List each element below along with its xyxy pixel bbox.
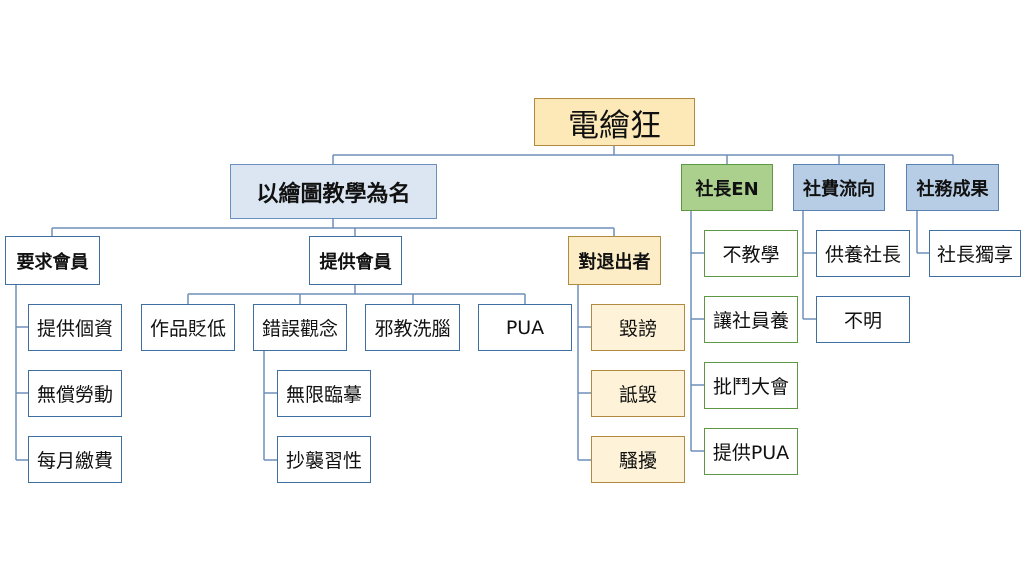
main-branch-node: 以繪圖教學為名: [230, 164, 437, 219]
recruit-item: 提供個資: [28, 304, 122, 351]
wrong-concept-item: 抄襲習性: [277, 436, 371, 483]
wrong-concept-item: 無限臨摹: [277, 370, 371, 417]
president-item: 讓社員養: [704, 296, 798, 343]
recruit-node: 要求會員: [5, 236, 100, 285]
offer-item: 邪教洗腦: [365, 304, 460, 351]
offer-node: 提供會員: [309, 236, 402, 285]
president-item: 不教學: [704, 230, 798, 277]
president-node: 社長EN: [681, 164, 773, 211]
fees-node: 社費流向: [793, 164, 885, 211]
offer-item: 錯誤觀念: [253, 304, 347, 351]
recruit-item: 無償勞動: [28, 370, 122, 417]
offer-item: PUA: [478, 304, 572, 351]
president-item: 提供PUA: [704, 428, 798, 475]
leavers-item: 詆毀: [591, 370, 685, 417]
offer-item: 作品貶低: [141, 304, 235, 351]
fees-item: 不明: [816, 296, 910, 343]
recruit-item: 每月繳費: [28, 436, 122, 483]
leavers-item: 騷擾: [591, 436, 685, 483]
results-node: 社務成果: [906, 164, 999, 211]
leavers-node: 對退出者: [568, 236, 661, 285]
root-node: 電繪狂: [534, 98, 695, 146]
leavers-item: 毀謗: [591, 304, 685, 351]
results-item: 社長獨享: [929, 230, 1021, 277]
fees-item: 供養社長: [816, 230, 910, 277]
president-item: 批鬥大會: [704, 362, 798, 409]
